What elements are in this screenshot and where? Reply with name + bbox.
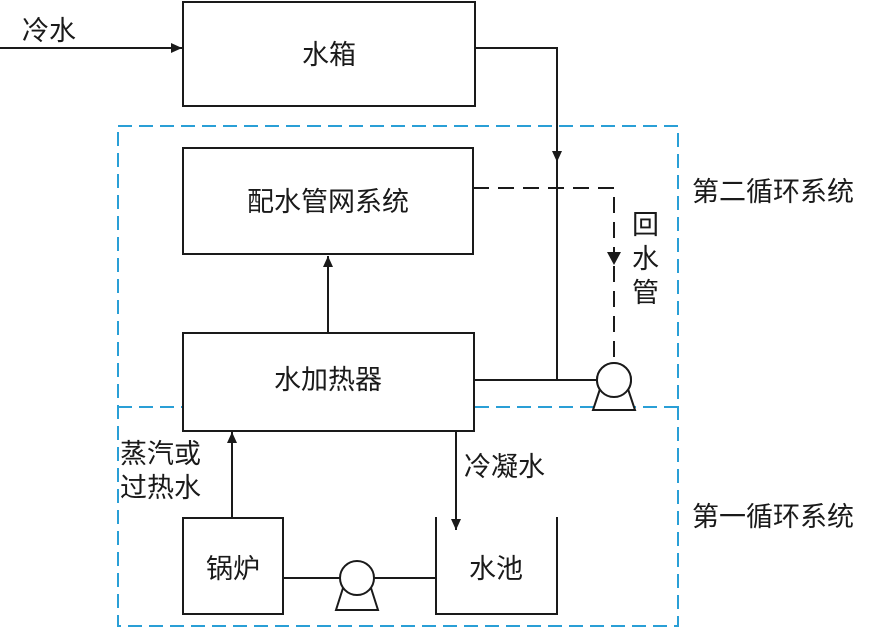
system-zone-border xyxy=(117,125,679,627)
condensate-label: 冷凝水 xyxy=(464,452,545,483)
return-pipe-label-2: 水 xyxy=(632,244,659,275)
pool-container xyxy=(435,517,558,615)
water-tank-box xyxy=(182,1,476,107)
boiler-box xyxy=(182,517,284,615)
steam-label-line2: 过热水 xyxy=(120,473,201,504)
secondary-pump-icon xyxy=(591,362,637,411)
return-pipe-arrowhead xyxy=(607,252,621,265)
return-pipe-label-1: 回 xyxy=(632,210,659,241)
return-pipe xyxy=(473,187,615,254)
return-pipe-label-3: 管 xyxy=(632,278,659,309)
tank-supply-pipe xyxy=(475,47,558,380)
cold-water-label: 冷水 xyxy=(22,16,76,47)
primary-pump-icon xyxy=(334,560,380,611)
primary-circulation-label: 第一循环系统 xyxy=(692,502,854,533)
secondary-circulation-label: 第二循环系统 xyxy=(692,177,854,208)
distribution-network-box xyxy=(182,147,474,255)
steam-label-line1: 蒸汽或 xyxy=(120,439,201,470)
water-tank-label: 水箱 xyxy=(302,40,356,71)
distribution-network-label: 配水管网系统 xyxy=(247,187,409,218)
water-heater-box xyxy=(182,332,475,432)
pool-label: 水池 xyxy=(469,554,523,585)
water-heater-label: 水加热器 xyxy=(274,365,382,396)
boiler-label: 锅炉 xyxy=(206,554,260,585)
